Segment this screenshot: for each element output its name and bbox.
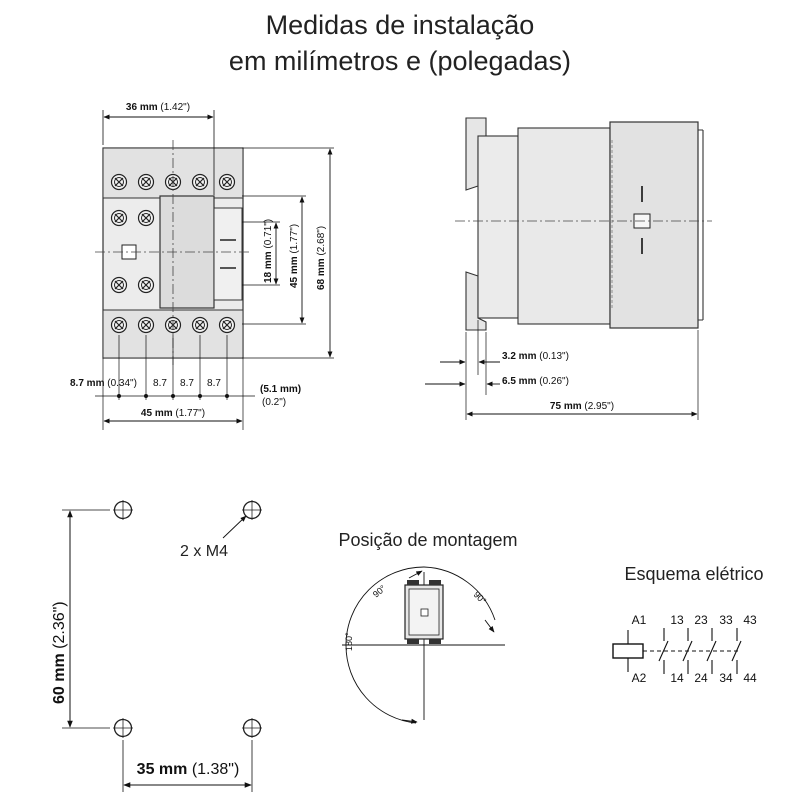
coil-symbol: [612, 643, 644, 659]
terminal-13: 13: [670, 613, 684, 627]
page-title-line2: em milímetros e (polegadas): [228, 46, 572, 76]
side-front-face: [609, 121, 699, 329]
dim-6-5-mm: 6.5 mm: [502, 376, 537, 387]
dim-6-5-in: (0.26"): [539, 376, 569, 387]
dim-75-mm: 75 mm: [550, 401, 582, 412]
dim-3-2-mm: 3.2 mm: [502, 351, 537, 362]
terminal-23: 23: [694, 613, 708, 627]
side-aux-block: [213, 207, 243, 301]
dim-45-bottom-in: (1.77"): [175, 408, 205, 419]
dim-45-in: (1.77"): [289, 224, 300, 254]
dim-pitch-4: 8.7: [207, 378, 221, 389]
dim-3-2-in: (0.13"): [539, 351, 569, 362]
dim-18-mm: 18 mm: [263, 251, 274, 283]
wiring-schematic: Esquema elétrico A1 13 23 33 43 A2 14 24…: [612, 564, 764, 685]
svg-text:45 mm (1.77"): 45 mm (1.77"): [289, 224, 300, 288]
svg-text:45 mm (1.77"): 45 mm (1.77"): [141, 408, 205, 419]
dim-18-in: (0.71"): [263, 219, 274, 249]
terminal-24: 24: [694, 671, 708, 685]
svg-text:(5.1 mm): (5.1 mm): [260, 384, 301, 395]
terminal-43: 43: [743, 613, 757, 627]
terminal-44: 44: [743, 671, 757, 685]
terminal-14: 14: [670, 671, 684, 685]
dim-45-bottom-mm: 45 mm: [141, 408, 173, 419]
angle-180: 180°: [344, 632, 354, 651]
dim-75-in: (2.95"): [584, 401, 614, 412]
mounting-position-title: Posição de montagem: [338, 530, 517, 550]
svg-text:8.7 mm (0.34"): 8.7 mm (0.34"): [70, 378, 137, 389]
dim-edge-mm: (5.1 mm): [260, 384, 301, 395]
side-view: 3.2 mm (0.13") 6.5 mm (0.26") 75 mm (2.9…: [425, 117, 712, 420]
page-title-line1: Medidas de instalação: [265, 10, 535, 40]
angle-90-right: 90°: [472, 589, 489, 606]
schematic-title: Esquema elétrico: [624, 564, 763, 584]
dim-edge-in: (0.2"): [262, 397, 286, 408]
mounting-holes-drawing: 2 x M4 60 mm (2.36") 35 mm (1.38"): [51, 500, 262, 792]
svg-text:18 mm (0.71"): 18 mm (0.71"): [263, 219, 274, 283]
dim-36-mm: 36 mm: [126, 102, 158, 113]
terminal-33: 33: [719, 613, 733, 627]
dim-60-in: (2.36"): [51, 601, 68, 648]
dim-45-mm: 45 mm: [289, 256, 300, 288]
svg-text:75 mm (2.95"): 75 mm (2.95"): [550, 401, 614, 412]
dim-pitch-2: 8.7: [153, 378, 167, 389]
dim-pitch-in: (0.34"): [107, 378, 137, 389]
dim-60-mm: 60 mm: [51, 653, 68, 704]
dim-35-mm: 35 mm: [137, 761, 188, 778]
svg-text:6.5 mm (0.26"): 6.5 mm (0.26"): [502, 376, 569, 387]
terminal-A1: A1: [632, 613, 647, 627]
svg-text:35 mm (1.38"): 35 mm (1.38"): [137, 761, 240, 778]
svg-text:60 mm (2.36"): 60 mm (2.36"): [51, 601, 68, 704]
svg-text:68 mm (2.68"): 68 mm (2.68"): [316, 226, 327, 290]
dim-68-mm: 68 mm: [316, 258, 327, 290]
terminal-34: 34: [719, 671, 733, 685]
front-view: 36 mm (1.42") 18 mm (0.71") 45 mm (1.77"…: [70, 102, 334, 430]
dim-pitch-3: 8.7: [180, 378, 194, 389]
terminal-A2: A2: [632, 671, 647, 685]
dim-68-in: (2.68"): [316, 226, 327, 256]
svg-text:36 mm (1.42"): 36 mm (1.42"): [126, 102, 190, 113]
dim-36-in: (1.42"): [160, 102, 190, 113]
dim-pitch-mm: 8.7 mm: [70, 378, 105, 389]
mounting-position-diagram: Posição de montagem 90° 90° 180°: [338, 530, 518, 724]
dim-35-in: (1.38"): [192, 761, 239, 778]
svg-text:3.2 mm (0.13"): 3.2 mm (0.13"): [502, 351, 569, 362]
screw-size-label: 2 x M4: [180, 543, 228, 560]
